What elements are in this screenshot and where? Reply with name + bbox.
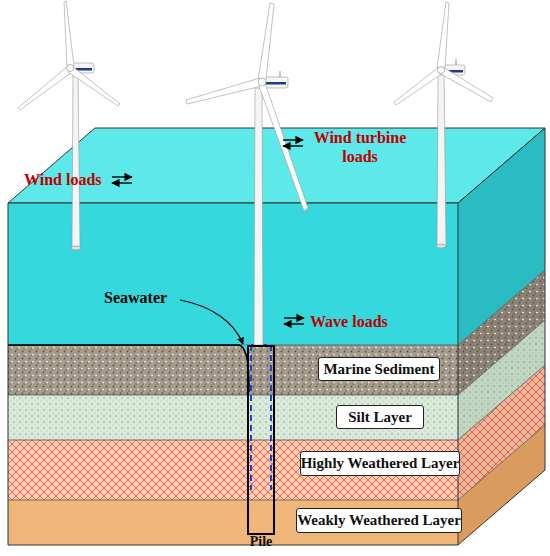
nacelle-mast <box>456 59 457 65</box>
load-arrow <box>112 176 132 177</box>
turbine-tower <box>72 74 80 248</box>
turbine-tower <box>254 88 263 345</box>
sea-surface <box>8 128 545 203</box>
load-arrow <box>284 323 304 324</box>
turbine-blade <box>258 3 274 80</box>
turbine-tower <box>437 74 446 246</box>
load-label: Wave loads <box>310 312 420 331</box>
layer-name: Silt Layer <box>348 409 412 426</box>
pile-dashed-line <box>250 345 252 490</box>
turbine-blade <box>186 78 262 104</box>
turbine-hub <box>438 67 445 74</box>
turbine-blade <box>64 1 74 66</box>
layer-label-box: Weakly Weathered Layer <box>296 508 462 533</box>
layer-name: Marine Sediment <box>323 361 434 378</box>
weakly-weathered-side <box>458 425 545 545</box>
layer-name: Weakly Weathered Layer <box>297 512 461 529</box>
tower-base <box>436 244 446 248</box>
seabed-line <box>8 344 240 346</box>
layer-label-box: Marine Sediment <box>318 357 440 381</box>
nacelle-mast <box>280 71 281 77</box>
block-outline <box>8 128 545 545</box>
turbine-hub <box>258 78 266 86</box>
leader-arrow <box>180 300 243 344</box>
silt-texture <box>8 395 458 440</box>
turbine-blade <box>394 67 443 105</box>
callout-label: Seawater <box>104 288 194 307</box>
layer-name: Highly Weathered Layer <box>301 455 460 472</box>
turbine-blade <box>439 67 493 102</box>
pile-dashed-line <box>270 345 272 490</box>
layer-label-box: Silt Layer <box>336 405 424 429</box>
turbine-blade <box>68 66 120 106</box>
load-label: Wind loads <box>24 170 114 189</box>
load-arrow <box>283 139 303 140</box>
marine-sediment-layer <box>8 345 458 395</box>
pile-box: Pile <box>247 345 275 535</box>
load-arrow <box>284 317 304 318</box>
turbine-hub <box>67 65 74 72</box>
layer-boundary <box>8 270 545 500</box>
layer-label-box: Highly Weathered Layer <box>300 451 460 476</box>
silt-layer <box>8 395 458 440</box>
turbine-blade <box>18 66 72 110</box>
sediment-texture <box>8 345 458 395</box>
load-label: Wind turbine loads <box>300 128 420 166</box>
turbine-blade <box>259 80 308 211</box>
load-arrow <box>112 182 132 183</box>
tower-base <box>71 246 81 250</box>
pile-label: Pile <box>250 534 273 550</box>
load-arrow <box>283 145 303 146</box>
block-edge <box>458 203 459 545</box>
turbine-blade <box>437 2 449 68</box>
